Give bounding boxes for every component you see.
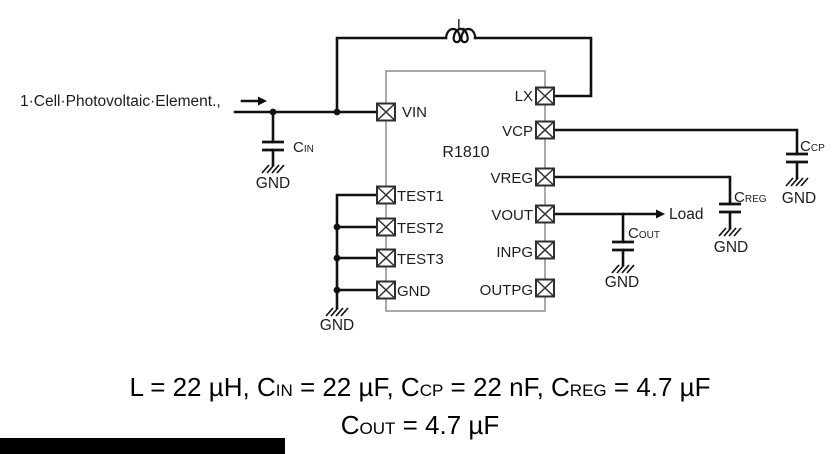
pin-gnd-icon bbox=[376, 280, 396, 300]
gnd-label-bus: GND bbox=[320, 317, 354, 334]
inductor-label: L bbox=[457, 16, 465, 33]
cout-label: COUT bbox=[628, 225, 660, 242]
redaction-bar bbox=[0, 438, 285, 454]
junction-dot bbox=[333, 286, 341, 294]
gnd-label-ccp: GND bbox=[782, 190, 816, 207]
junction-dot bbox=[333, 108, 341, 116]
pin-label-outpg: OUTPG bbox=[480, 282, 533, 299]
ground-icon bbox=[718, 227, 742, 237]
caption-subscript: OUT bbox=[359, 419, 396, 438]
gnd-label-creg: GND bbox=[714, 239, 748, 256]
caption-text: L = 22 µH, C bbox=[129, 372, 276, 402]
junction-dot bbox=[333, 223, 341, 231]
gnd-label-cin: GND bbox=[256, 175, 290, 192]
pin-vcp-icon bbox=[535, 120, 555, 140]
pin-label-test1: TEST1 bbox=[397, 188, 444, 205]
pin-label-vcp: VCP bbox=[502, 123, 533, 140]
ground-icon bbox=[325, 307, 349, 317]
ccp-base: C bbox=[800, 138, 811, 155]
creg-base: C bbox=[734, 189, 745, 206]
pin-test2-icon bbox=[376, 217, 396, 237]
pin-label-lx: LX bbox=[515, 88, 533, 105]
ground-icon bbox=[611, 264, 635, 274]
inductor-coil-icon bbox=[444, 27, 477, 44]
pin-vin-icon bbox=[376, 102, 396, 122]
capacitor-cout-icon bbox=[610, 240, 636, 252]
creg-sub: REG bbox=[745, 194, 767, 205]
pin-label-gnd: GND bbox=[397, 283, 431, 300]
caption-text: = 4.7 µF bbox=[606, 372, 711, 402]
caption-text: = 4.7 µF bbox=[395, 410, 500, 440]
cout-base: C bbox=[628, 225, 639, 242]
pin-label-inpg: INPG bbox=[496, 244, 533, 261]
cin-label: CIN bbox=[293, 139, 314, 156]
input-arrow-icon bbox=[258, 96, 267, 106]
junction-dots bbox=[269, 108, 341, 294]
ground-icon bbox=[785, 177, 809, 187]
ic-part-number: R1810 bbox=[442, 144, 489, 161]
gnd-label-cout: GND bbox=[605, 274, 639, 291]
caption-text: = 22 nF, C bbox=[443, 372, 570, 402]
pin-label-test3: TEST3 bbox=[397, 251, 444, 268]
load-label: Load bbox=[669, 206, 703, 223]
caption-subscript: CP bbox=[419, 381, 444, 400]
cout-sub: OUT bbox=[639, 230, 660, 241]
pin-outpg-icon bbox=[535, 278, 555, 298]
caption-subscript: REG bbox=[569, 381, 607, 400]
values-line-2: COUT = 4.7 µF bbox=[8, 408, 832, 446]
ccp-sub: CP bbox=[811, 143, 825, 154]
values-line-1: L = 22 µH, CIN = 22 µF, CCP = 22 nF, CRE… bbox=[8, 370, 832, 408]
junction-dot bbox=[269, 108, 277, 116]
wire-inductor-to-lx bbox=[473, 36, 593, 98]
pin-test3-icon bbox=[376, 248, 396, 268]
ccp-label: CCP bbox=[800, 138, 825, 155]
pin-lx-icon bbox=[535, 86, 555, 106]
caption-text: = 22 µF, C bbox=[292, 372, 420, 402]
pin-label-test2: TEST2 bbox=[397, 220, 444, 237]
ground-icon bbox=[261, 164, 285, 174]
source-label: 1·Cell·Photovoltaic·Element., bbox=[20, 93, 221, 110]
caption-text: C bbox=[340, 410, 360, 440]
wire-vin-to-inductor bbox=[335, 36, 448, 114]
capacitor-cin-icon bbox=[260, 140, 286, 152]
wires bbox=[233, 27, 799, 310]
pin-label-vreg: VREG bbox=[490, 170, 533, 187]
pin-vreg-icon bbox=[535, 167, 555, 187]
wire-vreg-to-creg bbox=[552, 175, 732, 230]
load-arrow-icon bbox=[656, 209, 665, 219]
pin-test1-icon bbox=[376, 185, 396, 205]
cin-base: C bbox=[293, 139, 304, 156]
wire-test-gnd-bus bbox=[335, 193, 379, 310]
pin-vout-icon bbox=[535, 204, 555, 224]
junction-dot bbox=[333, 254, 341, 262]
pin-label-vin: VIN bbox=[402, 104, 427, 121]
component-values: L = 22 µH, CIN = 22 µF, CCP = 22 nF, CRE… bbox=[8, 370, 832, 446]
caption-subscript: IN bbox=[275, 381, 293, 400]
creg-label: CREG bbox=[734, 189, 767, 206]
cin-sub: IN bbox=[304, 144, 314, 155]
pin-inpg-icon bbox=[535, 240, 555, 260]
wire-vcp-to-ccp bbox=[552, 128, 799, 180]
capacitor-ccp-icon bbox=[784, 152, 810, 164]
pin-label-vout: VOUT bbox=[491, 207, 533, 224]
circuit-schematic: 1·Cell·Photovoltaic·Element., L R1810 VI… bbox=[20, 16, 825, 334]
